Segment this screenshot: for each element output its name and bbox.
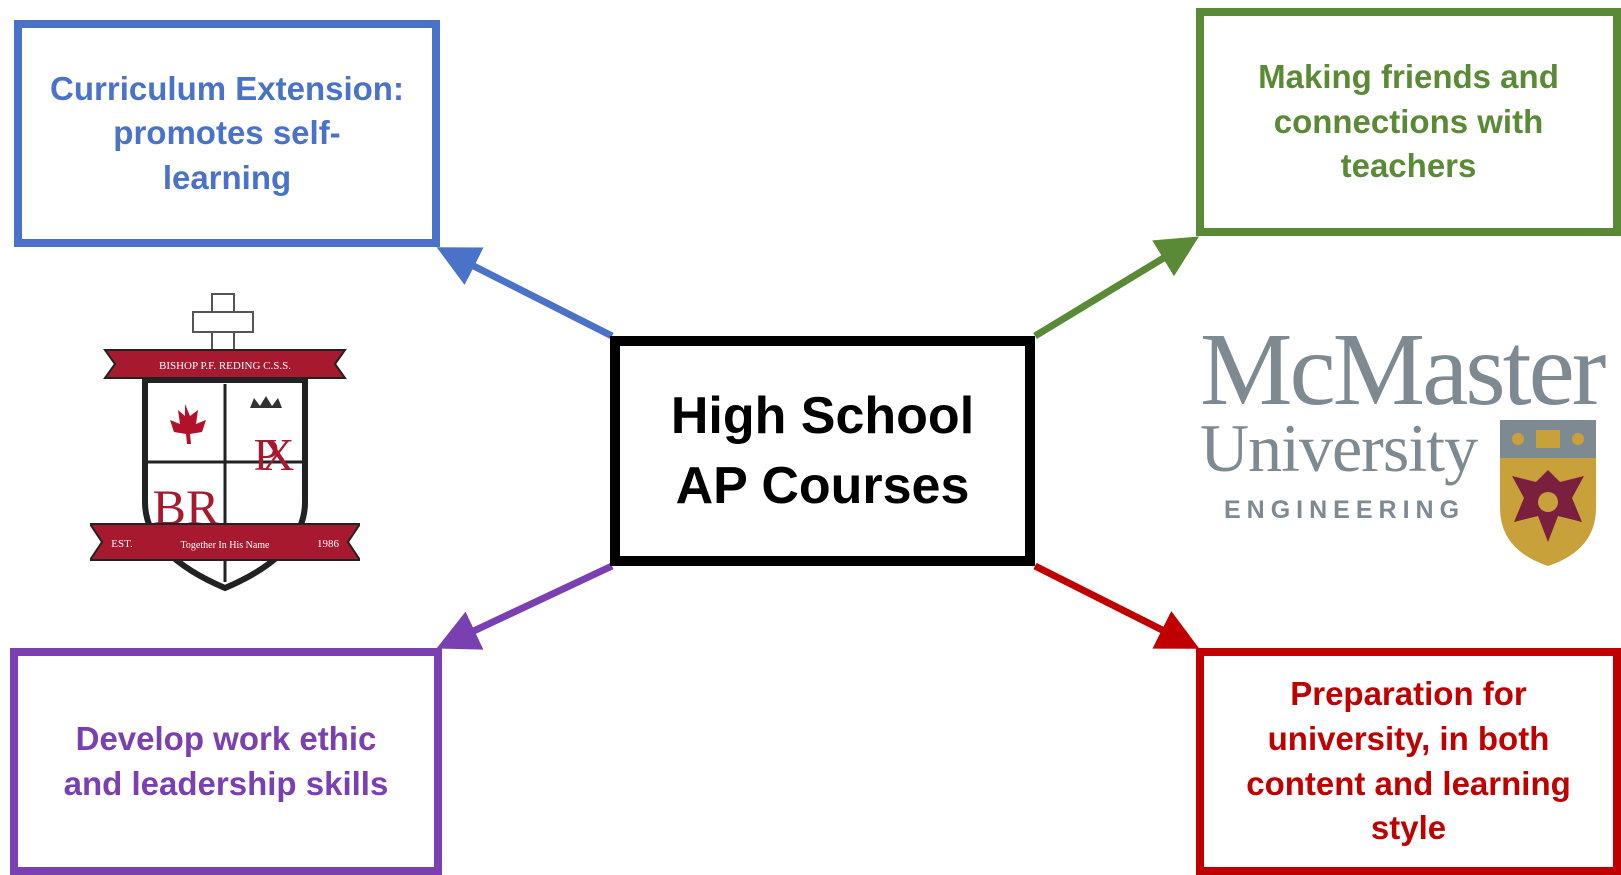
curriculum-extension-box: Curriculum Extension: promotes self- lea… bbox=[14, 20, 440, 247]
work-ethic-box: Develop work ethic and leadership skills bbox=[10, 648, 442, 875]
bottom-ribbon bbox=[90, 523, 360, 561]
box-line: content and learning bbox=[1246, 764, 1571, 802]
box-line: connections with bbox=[1273, 102, 1544, 140]
mcmaster-shield-icon bbox=[1500, 420, 1596, 566]
box-line: university, in both bbox=[1267, 719, 1550, 757]
arrow-to-preparation bbox=[1033, 562, 1200, 649]
crest-motto: Together In His Name bbox=[181, 540, 271, 551]
box-line: teachers bbox=[1340, 147, 1477, 185]
center-line: AP Courses bbox=[675, 457, 970, 515]
school-crest-logo: BR PX BISHOP P.F. REDING C.S.S. EST. Tog… bbox=[90, 293, 360, 592]
mcmaster-name: McMaster bbox=[1200, 312, 1606, 427]
arrow-to-friends bbox=[1033, 236, 1199, 339]
mcmaster-university: University bbox=[1200, 410, 1478, 486]
box-line: style bbox=[1370, 809, 1447, 847]
maple-leaf-icon bbox=[170, 404, 206, 444]
box-line: Preparation for bbox=[1290, 675, 1527, 713]
crown-icon bbox=[250, 396, 282, 408]
crest-year: 1986 bbox=[317, 538, 340, 550]
box-line: learning bbox=[162, 158, 292, 196]
box-line: Develop work ethic bbox=[75, 719, 377, 757]
box-line: promotes self- bbox=[113, 114, 341, 152]
box-line: Curriculum Extension: bbox=[50, 69, 404, 107]
university-preparation-box: Preparation for university, in both cont… bbox=[1196, 648, 1621, 875]
mcmaster-engineering-logo: McMaster University ENGINEERING bbox=[1200, 318, 1610, 578]
making-friends-box: Making friends and connections with teac… bbox=[1196, 8, 1621, 236]
crest-banner-text: BISHOP P.F. REDING C.S.S. bbox=[159, 360, 291, 372]
high-school-ap-courses-box: High School AP Courses bbox=[610, 336, 1035, 566]
crest-est-label: EST. bbox=[111, 538, 133, 550]
box-line: Making friends and bbox=[1258, 58, 1559, 96]
center-line: High School bbox=[670, 386, 975, 445]
cross-icon bbox=[192, 293, 254, 357]
top-ribbon bbox=[103, 349, 347, 379]
box-line: and leadership skills bbox=[63, 764, 389, 802]
mcmaster-faculty: ENGINEERING bbox=[1224, 496, 1466, 524]
arrow-to-curriculum bbox=[436, 247, 614, 340]
arrow-to-work-ethic bbox=[436, 562, 614, 650]
